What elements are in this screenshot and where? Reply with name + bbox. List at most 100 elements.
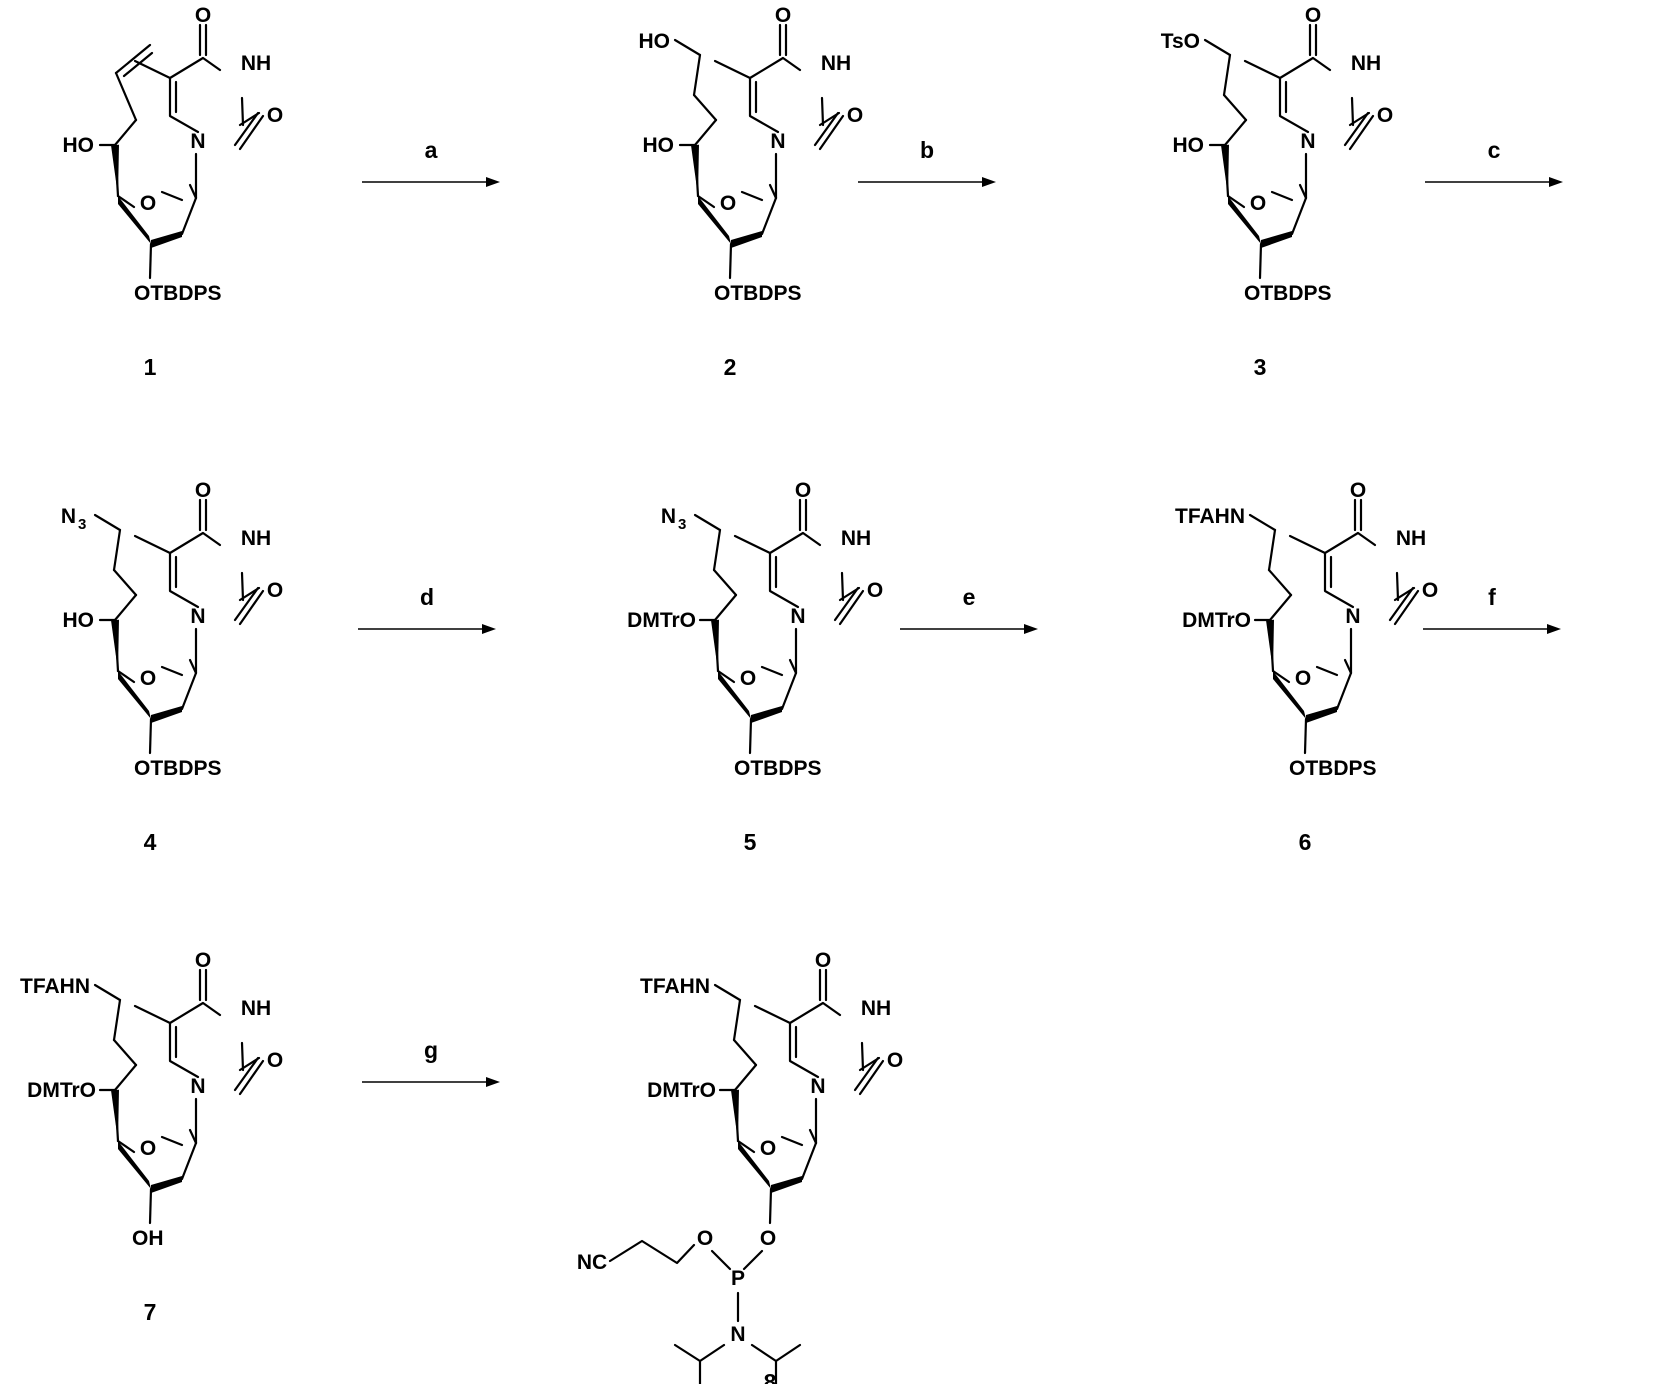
otbdps-label: OTBDPS — [734, 757, 822, 780]
carbonyl-bond — [853, 1056, 880, 1092]
ring-oxygen-label: O — [740, 667, 756, 690]
carbonyl-bond — [238, 589, 265, 626]
vinyl-double-bond — [122, 51, 154, 78]
hydroxyl-label: HO — [643, 134, 675, 157]
chain-bond — [692, 53, 702, 97]
arrow-head — [486, 1077, 500, 1087]
methyl-bond — [133, 59, 172, 80]
bold-ring-bond — [731, 231, 762, 248]
carbonyl-oxygen-label: O — [775, 4, 791, 27]
chain-bond — [733, 1063, 758, 1092]
carbonyl-bond — [1393, 589, 1420, 626]
methyl-bond — [1243, 59, 1282, 80]
carbonyl-oxygen-label: O — [195, 949, 211, 972]
carbonyl-oxygen-label: O — [267, 579, 283, 602]
c3-bond — [728, 242, 733, 280]
ring-bond — [818, 111, 841, 127]
bold-ring-bond — [698, 196, 731, 244]
ring-oxygen-label: O — [720, 192, 736, 215]
chain-bond — [713, 983, 742, 1002]
carbonyl-oxygen-label: O — [1422, 579, 1438, 602]
carbonyl-bond — [233, 1056, 260, 1092]
thymine-ring-bonds — [168, 1001, 222, 1079]
stereo-hash — [1298, 183, 1308, 200]
ring-bond — [240, 571, 245, 602]
ring-bond — [240, 1041, 245, 1072]
chain-bond — [1223, 118, 1248, 147]
carbonyl-oxygen-label: O — [867, 579, 883, 602]
ring-bond — [180, 671, 198, 711]
carbonyl-oxygen-label: O — [1350, 479, 1366, 502]
reaction-step-label: f — [1488, 584, 1496, 610]
ring-bond — [1393, 586, 1416, 602]
chain-bond — [732, 998, 742, 1042]
stereo-wedge — [691, 144, 699, 196]
bold-ring-bond — [751, 706, 782, 723]
carbonyl-oxygen-label: O — [795, 479, 811, 502]
compound-number-3: 3 — [1254, 354, 1267, 380]
imide-nh-label: NH — [1351, 52, 1381, 75]
ring-o-bond — [160, 190, 184, 202]
chain-bond — [112, 568, 138, 597]
carbonyl-oxygen-label: O — [195, 4, 211, 27]
ring-bond — [240, 96, 245, 127]
dmtro-label: DMTrO — [627, 609, 696, 632]
isopropyl-bond — [673, 1343, 702, 1363]
ring-bond — [180, 1141, 198, 1181]
arrow-head — [486, 177, 500, 187]
compound-number-8: 8 — [764, 1369, 777, 1384]
chain-bond — [1222, 53, 1232, 97]
stereo-hash — [1343, 658, 1353, 675]
compound-number-2: 2 — [724, 354, 737, 380]
reaction-arrow-c: c — [1425, 137, 1563, 187]
ring-o-bond — [716, 669, 736, 684]
ring-o-bond — [116, 669, 136, 684]
ring-bond — [238, 1056, 261, 1072]
ring-bond — [860, 1041, 865, 1072]
carbonyl-bond — [233, 111, 260, 147]
hydroxyl-label: HO — [1173, 134, 1205, 157]
reaction-arrow-d: d — [358, 584, 496, 634]
chain-bond — [692, 93, 718, 122]
bold-ring-bond — [738, 1141, 771, 1189]
methyl-bond — [733, 534, 772, 555]
ring-bond — [840, 571, 845, 602]
otbdps-label: OTBDPS — [1244, 282, 1332, 305]
ring-bond — [238, 111, 261, 127]
bold-ring-bond — [1228, 196, 1261, 244]
bold-ring-bond — [1261, 231, 1292, 248]
ring-bond — [800, 1141, 818, 1181]
chain-bond — [712, 568, 738, 597]
nitrile-label: NC — [577, 1251, 607, 1274]
imide-nh-label: NH — [821, 52, 851, 75]
hydroxyl-3-label: OH — [132, 1227, 164, 1250]
carbonyl-bond — [1388, 586, 1415, 622]
chain-bond — [1203, 38, 1232, 57]
otbdps-label: OTBDPS — [714, 282, 802, 305]
dmtro-label: DMTrO — [647, 1079, 716, 1102]
bold-ring-bond — [1306, 706, 1337, 723]
carbonyl-oxygen-label: O — [847, 104, 863, 127]
hydroxyl-label: HO — [63, 134, 95, 157]
carbonyl-bond — [1348, 114, 1375, 151]
stereo-hash — [188, 183, 198, 200]
ring-oxygen-label: O — [140, 192, 156, 215]
stereo-hash — [188, 1128, 198, 1145]
bold-ring-bond — [151, 706, 182, 723]
carbonyl-bond — [833, 586, 860, 622]
otbdps-label: OTBDPS — [134, 757, 222, 780]
bold-ring-bond — [151, 231, 182, 248]
ring-o-bond — [1271, 669, 1291, 684]
subscript-label: 3 — [78, 516, 86, 533]
thymine-ring-bonds — [1323, 531, 1377, 609]
chain-bond — [1248, 513, 1277, 532]
glycosidic-nitrogen-label: N — [190, 130, 205, 153]
chain-end-label: TsO — [1161, 30, 1200, 53]
chain-bond — [1268, 593, 1293, 622]
c3-bond — [768, 1187, 773, 1225]
compound-number-7: 7 — [144, 1299, 157, 1325]
ring-bond — [838, 586, 861, 602]
dmtro-label: DMTrO — [27, 1079, 96, 1102]
arrow-head — [1549, 177, 1563, 187]
